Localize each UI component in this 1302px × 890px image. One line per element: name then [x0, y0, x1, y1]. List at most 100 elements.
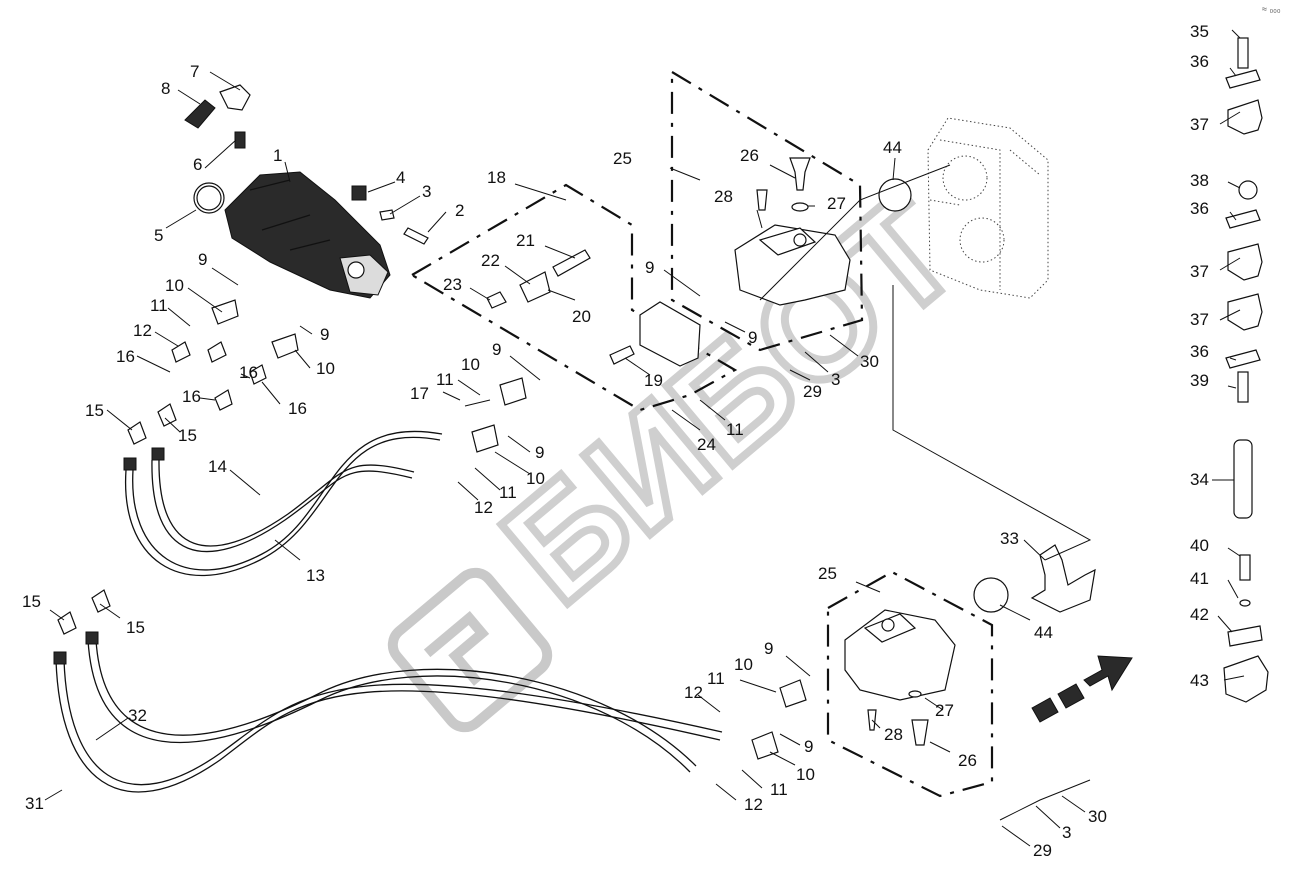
callout-10-b: 10 [316, 359, 335, 378]
callout-10-f: 10 [796, 765, 815, 784]
callout-34: 34 [1190, 470, 1209, 489]
callout-37-a: 37 [1190, 115, 1209, 134]
callout-2: 2 [455, 201, 464, 220]
callout-15-b: 15 [178, 426, 197, 445]
callout-10-e: 10 [734, 655, 753, 674]
callout-10-c: 10 [461, 355, 480, 374]
callout-32: 32 [128, 706, 147, 725]
callout-27-a: 27 [827, 194, 846, 213]
callout-1: 1 [273, 146, 282, 165]
callout-22: 22 [481, 251, 500, 270]
distribution-block [486, 249, 701, 367]
group-25-upper-outline [670, 70, 864, 352]
callout-17: 17 [410, 384, 429, 403]
callout-14: 14 [208, 457, 227, 476]
callout-36-b: 36 [1190, 199, 1209, 218]
callout-12-b: 12 [474, 498, 493, 517]
callout-28-a: 28 [714, 187, 733, 206]
callout-21: 21 [516, 231, 535, 250]
callout-16-b: 16 [239, 363, 258, 382]
callout-11-a: 11 [150, 296, 168, 315]
callout-5: 5 [154, 226, 163, 245]
callout-18: 18 [487, 168, 506, 187]
callout-29-a: 29 [803, 382, 822, 401]
callout-8: 8 [161, 79, 170, 98]
direction-arrow [1031, 655, 1133, 723]
callout-26-b: 26 [958, 751, 977, 770]
callout-27-b: 27 [935, 701, 954, 720]
callout-11-d: 11 [726, 420, 744, 439]
callout-16-d: 16 [288, 399, 307, 418]
callout-9-g: 9 [764, 639, 773, 658]
callout-10-d: 10 [526, 469, 545, 488]
callout-39: 39 [1190, 371, 1209, 390]
callout-38: 38 [1190, 171, 1209, 190]
callout-12-d: 12 [744, 795, 763, 814]
callout-16-a: 16 [116, 347, 135, 366]
callout-11-b: 11 [436, 370, 454, 389]
leader-lines [44, 29, 1245, 847]
callout-42: 42 [1190, 605, 1209, 624]
callout-4: 4 [396, 168, 405, 187]
callout-36-c: 36 [1190, 342, 1209, 361]
callout-29-b: 29 [1033, 841, 1052, 860]
flanges-and-fittings [53, 299, 807, 760]
callout-43: 43 [1190, 671, 1209, 690]
callout-35: 35 [1190, 22, 1209, 41]
callout-9-b: 9 [320, 325, 329, 344]
callout-26-a: 26 [740, 146, 759, 165]
gearbox-housing [927, 117, 1049, 299]
callout-labels-repeated: 9 10 16 16 16 15 11 10 9 9 10 11 12 9 9 … [22, 199, 1209, 860]
callout-15-a: 15 [85, 401, 104, 420]
callout-9-f: 9 [748, 328, 757, 347]
fittings-upper-left [184, 84, 429, 245]
callout-9-a: 9 [198, 250, 207, 269]
callout-3: 3 [422, 182, 431, 201]
callout-37-c: 37 [1190, 310, 1209, 329]
callout-20: 20 [572, 307, 591, 326]
callout-15-c: 15 [22, 592, 41, 611]
callout-12-c: 12 [684, 683, 703, 702]
callout-31: 31 [25, 794, 44, 813]
callout-12-a: 12 [133, 321, 152, 340]
callout-15-d: 15 [126, 618, 145, 637]
upper-motor [734, 157, 951, 306]
callout-37-b: 37 [1190, 262, 1209, 281]
callout-11-f: 11 [770, 780, 788, 799]
callout-33: 33 [1000, 529, 1019, 548]
callout-9-e: 9 [645, 258, 654, 277]
callout-41: 41 [1190, 569, 1209, 588]
callout-44-b: 44 [1034, 623, 1053, 642]
callout-13: 13 [306, 566, 325, 585]
callout-7: 7 [190, 62, 199, 81]
callout-44-a: 44 [883, 138, 902, 157]
callout-11-e: 11 [707, 669, 725, 688]
callout-25-b: 25 [818, 564, 837, 583]
lower-motor [844, 577, 1009, 746]
callout-36-a: 36 [1190, 52, 1209, 71]
callout-6: 6 [193, 155, 202, 174]
callout-3-b: 3 [831, 370, 840, 389]
callout-16-c: 16 [182, 387, 201, 406]
bracket [1030, 544, 1096, 613]
corner-text: ≈ ₀₀₀ [1262, 4, 1281, 14]
callout-10-a: 10 [165, 276, 184, 295]
callout-25-a: 25 [613, 149, 632, 168]
callout-40: 40 [1190, 536, 1209, 555]
callout-19: 19 [644, 371, 663, 390]
main-pump [224, 171, 391, 299]
callout-9-c: 9 [492, 340, 501, 359]
callout-30-b: 30 [1088, 807, 1107, 826]
callout-9-h: 9 [804, 737, 813, 756]
callout-3-c: 3 [1062, 823, 1071, 842]
callout-30-a: 30 [860, 352, 879, 371]
callout-9-d: 9 [535, 443, 544, 462]
callout-23: 23 [443, 275, 462, 294]
callout-28-b: 28 [884, 725, 903, 744]
callout-11-c: 11 [499, 483, 517, 502]
hoses [55, 430, 723, 793]
callout-24: 24 [697, 435, 716, 454]
watermark-text: БИБОТ [473, 164, 988, 634]
right-column-parts [1223, 37, 1269, 703]
